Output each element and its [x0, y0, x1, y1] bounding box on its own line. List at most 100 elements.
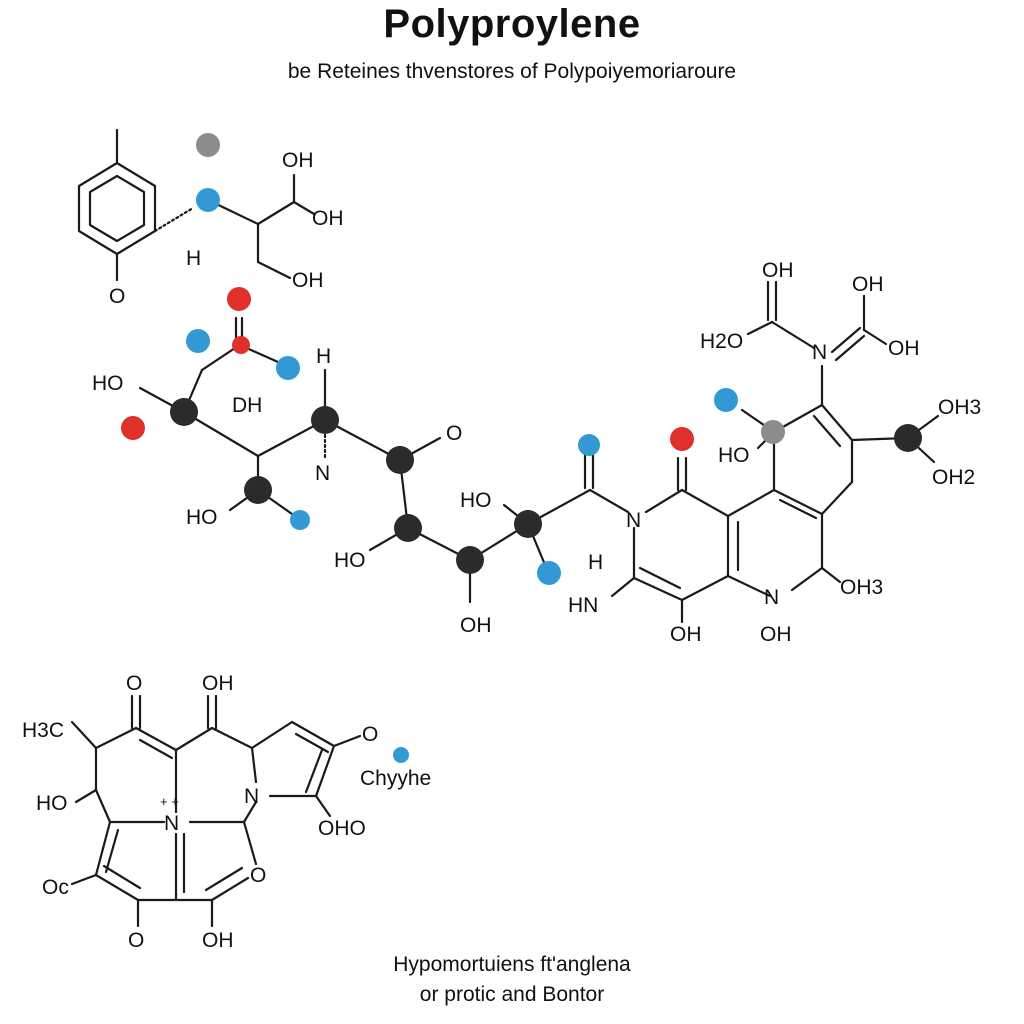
bond [588, 488, 630, 514]
bond [153, 206, 195, 233]
bond [862, 328, 888, 346]
atom-label: OH [670, 623, 702, 646]
atom-label: H3C [22, 719, 64, 742]
atom-label: OH3 [840, 576, 883, 599]
bond [834, 334, 866, 362]
bond [778, 498, 818, 520]
atom-label: OH [202, 929, 234, 952]
bond [138, 738, 174, 760]
atom-label: H [588, 551, 603, 574]
bond [680, 574, 730, 602]
atom-labels: OH OH H OH O HO DH H N O HO HO OH HO H N… [22, 149, 981, 952]
atom-label: O [109, 285, 125, 308]
atom-label: O [250, 864, 266, 887]
bond [200, 344, 240, 372]
bond [680, 488, 730, 518]
atom-label: DH [232, 394, 262, 417]
atom-label: N [812, 341, 827, 364]
bond [332, 734, 362, 748]
atom-label: OH [282, 149, 314, 172]
bond [210, 726, 254, 750]
atom-dot-black [514, 510, 542, 538]
bond [242, 800, 258, 824]
bond [644, 488, 684, 514]
atom-dot-black [394, 514, 422, 542]
bond [820, 403, 854, 442]
bond [256, 260, 292, 280]
bond [204, 866, 244, 892]
bond [174, 726, 214, 752]
atom-label: H2O [700, 330, 743, 353]
bond [726, 488, 776, 518]
atom-label: OH3 [938, 396, 981, 419]
atom-dot-blue [537, 561, 561, 585]
atom-dot-black [170, 398, 198, 426]
bond [250, 720, 294, 750]
atom-label: H [186, 247, 201, 270]
atom-dot-blue [276, 356, 300, 380]
atom-dots [121, 133, 922, 763]
bond [210, 876, 250, 902]
atom-dot-gray [761, 420, 785, 444]
bond [134, 726, 178, 752]
bond [292, 200, 316, 216]
atom-label: H [316, 345, 331, 368]
atom-label: HO [460, 489, 492, 512]
benzene-inner-ring [88, 174, 146, 243]
atom-dot-gray [196, 133, 220, 157]
atom-label: OH [292, 269, 324, 292]
bond [290, 720, 336, 748]
atom-dot-red [670, 427, 694, 451]
right-ring-system [610, 280, 940, 624]
atom-label: OH [760, 623, 792, 646]
atom-label: N [764, 586, 779, 609]
bond [632, 576, 684, 602]
atom-dot-red [232, 336, 250, 354]
bond [104, 828, 120, 874]
atom-label: OH [460, 614, 492, 637]
caption-line-1: Hypomortuiens ft'anglena [393, 953, 631, 976]
atom-label: + + [160, 794, 179, 809]
bond [102, 864, 142, 890]
diagram-caption: Hypomortuiens ft'anglena or protic and B… [0, 950, 1024, 1010]
bottom-fragment [70, 694, 362, 928]
atom-label: Oc [42, 876, 69, 899]
atom-label: N [315, 462, 330, 485]
atom-label: HO [718, 444, 750, 467]
atom-label: HN [568, 594, 598, 617]
atom-label: O [126, 672, 142, 695]
bond [790, 566, 824, 592]
atom-label: OH2 [932, 466, 975, 489]
atom-dot-red [121, 416, 145, 440]
atom-label: O [446, 422, 462, 445]
atom-label: OH [312, 207, 344, 230]
atom-dot-black [311, 406, 339, 434]
atom-dot-red [227, 287, 251, 311]
bond [256, 200, 296, 226]
atom-label: HO [186, 506, 218, 529]
atom-label: O [128, 929, 144, 952]
atom-label: O [362, 723, 378, 746]
atom-label: OH [888, 337, 920, 360]
caption-line-2: or protic and Bontor [419, 983, 605, 1006]
atom-label: Chyyhe [360, 767, 431, 790]
bond [314, 794, 332, 818]
bond [820, 566, 842, 584]
middle-chain [138, 316, 630, 604]
bond [250, 746, 258, 784]
atom-label: N [626, 509, 641, 532]
bond [70, 720, 98, 750]
atom-label: OH [762, 259, 794, 282]
bond [610, 576, 636, 598]
bond [820, 480, 854, 516]
atom-label: N [244, 785, 259, 808]
atom-dot-black [386, 446, 414, 474]
bond [746, 320, 774, 336]
bond [74, 788, 98, 804]
atom-label: N [164, 812, 179, 835]
atom-dot-blue [186, 329, 210, 353]
atom-dot-blue [290, 510, 310, 530]
bond [94, 820, 112, 877]
atom-dot-blue [196, 188, 220, 212]
atom-label: HO [334, 549, 366, 572]
